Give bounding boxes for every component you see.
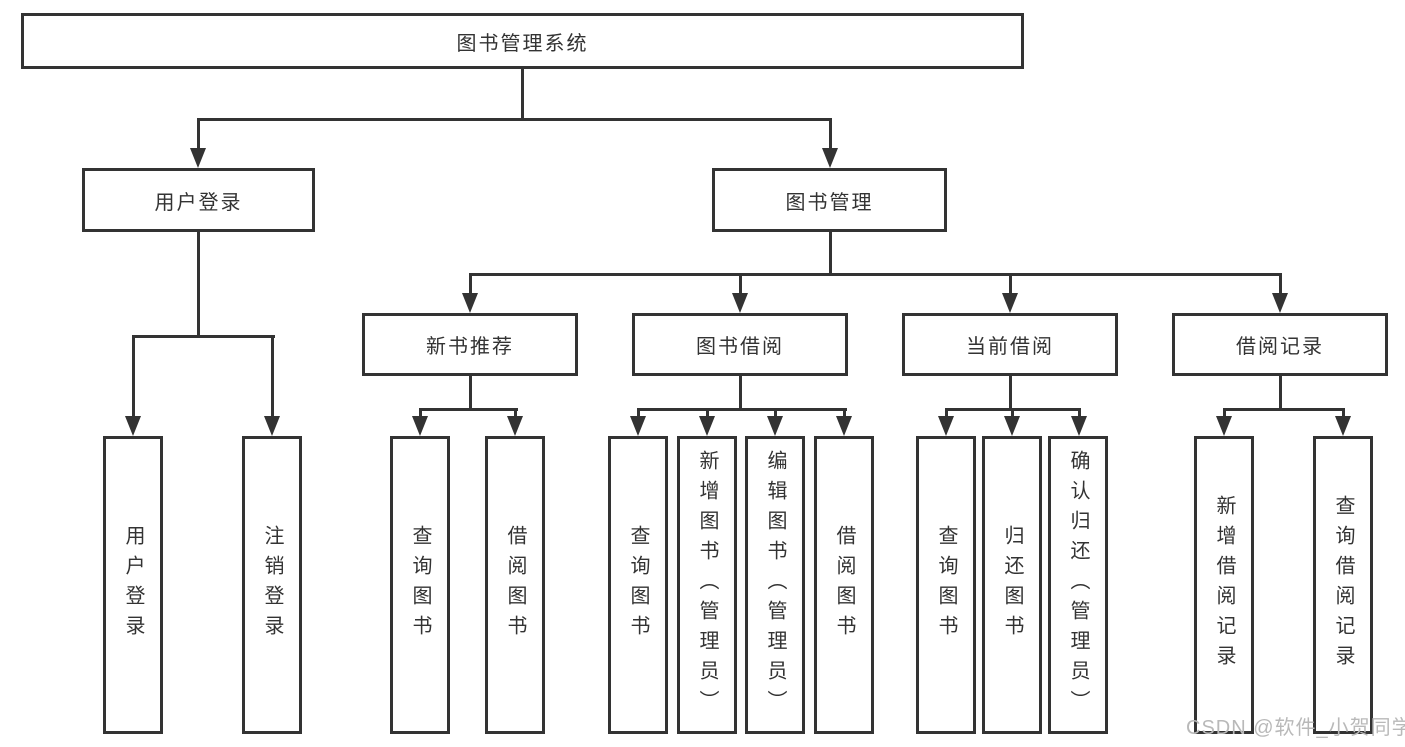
node-borrowing-records-label: 借阅记录 bbox=[1236, 336, 1324, 358]
node-leaf-confirm-return-admin: 确认归还（管理员） bbox=[1048, 436, 1108, 734]
leaf-label: 新增借阅记录 bbox=[1213, 495, 1235, 675]
connector-level2-hline bbox=[469, 273, 1282, 276]
node-leaf-borrow-book-2: 借阅图书 bbox=[814, 436, 874, 734]
connector-drop-borrow-record bbox=[1279, 273, 1282, 297]
node-current-borrowing-label: 当前借阅 bbox=[966, 336, 1054, 358]
node-borrowing-records: 借阅记录 bbox=[1172, 313, 1388, 376]
node-leaf-add-book-admin: 新增图书（管理员） bbox=[677, 436, 737, 734]
leaf-label: 新增图书（管理员） bbox=[696, 450, 718, 720]
leaf-label: 查询借阅记录 bbox=[1332, 495, 1354, 675]
node-book-management-label: 图书管理 bbox=[785, 191, 874, 214]
connector-book-borrow-stem bbox=[739, 376, 742, 411]
node-leaf-return-book: 归还图书 bbox=[982, 436, 1042, 734]
node-leaf-borrow-book-1: 借阅图书 bbox=[485, 436, 545, 734]
node-leaf-user-login: 用户登录 bbox=[103, 436, 163, 734]
node-new-book-recommendation: 新书推荐 bbox=[362, 313, 578, 376]
node-book-borrowing-label: 图书借阅 bbox=[696, 336, 784, 358]
connector-drop-bb-borrow bbox=[843, 408, 846, 420]
arrowhead-logout-leaf bbox=[264, 416, 280, 436]
node-leaf-query-borrow-record: 查询借阅记录 bbox=[1313, 436, 1373, 734]
connector-drop-book-management bbox=[829, 118, 832, 152]
node-book-management: 图书管理 bbox=[712, 168, 947, 232]
connector-drop-current-borrow bbox=[1009, 273, 1012, 297]
arrowhead-cb-return bbox=[1004, 416, 1020, 436]
arrowhead-login-leaf bbox=[125, 416, 141, 436]
leaf-label: 查询图书 bbox=[935, 525, 957, 645]
node-user-login: 用户登录 bbox=[82, 168, 315, 232]
connector-drop-bb-query bbox=[637, 408, 640, 420]
connector-drop-cb-confirm bbox=[1078, 408, 1081, 420]
node-root-label: 图书管理系统 bbox=[456, 32, 589, 55]
arrowhead-br-add bbox=[1216, 416, 1232, 436]
node-leaf-edit-book-admin: 编辑图书（管理员） bbox=[745, 436, 805, 734]
node-leaf-query-book-2: 查询图书 bbox=[608, 436, 668, 734]
node-new-book-recommendation-label: 新书推荐 bbox=[426, 336, 514, 358]
connector-user-login-stem bbox=[197, 232, 200, 338]
arrowhead-borrow-record bbox=[1272, 293, 1288, 313]
leaf-label: 确认归还（管理员） bbox=[1067, 450, 1089, 720]
connector-new-book-hline bbox=[419, 408, 518, 411]
leaf-label: 借阅图书 bbox=[504, 525, 526, 645]
arrowhead-bb-query bbox=[630, 416, 646, 436]
node-user-login-label: 用户登录 bbox=[154, 191, 243, 214]
connector-drop-user-login bbox=[197, 118, 200, 152]
connector-borrow-record-stem bbox=[1279, 376, 1282, 411]
arrowhead-br-query bbox=[1335, 416, 1351, 436]
connector-drop-bb-add bbox=[706, 408, 709, 420]
connector-drop-nb-query bbox=[419, 408, 422, 420]
arrowhead-current-borrow bbox=[1002, 293, 1018, 313]
connector-drop-cb-return bbox=[1011, 408, 1014, 420]
connector-borrow-record-hline bbox=[1223, 408, 1345, 411]
leaf-label: 编辑图书（管理员） bbox=[764, 450, 786, 720]
arrowhead-bb-edit bbox=[767, 416, 783, 436]
connector-level1-hline bbox=[197, 118, 832, 121]
arrowhead-book-management bbox=[822, 148, 838, 168]
arrowhead-book-borrow bbox=[732, 293, 748, 313]
connector-drop-br-add bbox=[1223, 408, 1226, 420]
arrowhead-nb-borrow bbox=[507, 416, 523, 436]
connector-root-stem bbox=[521, 69, 524, 121]
node-leaf-logout: 注销登录 bbox=[242, 436, 302, 734]
arrowhead-user-login bbox=[190, 148, 206, 168]
leaf-label: 归还图书 bbox=[1001, 525, 1023, 645]
node-leaf-query-book-1: 查询图书 bbox=[390, 436, 450, 734]
node-leaf-query-book-3: 查询图书 bbox=[916, 436, 976, 734]
arrowhead-cb-query bbox=[938, 416, 954, 436]
connector-drop-bb-edit bbox=[774, 408, 777, 420]
connector-book-management-stem bbox=[829, 232, 832, 276]
connector-drop-book-borrow bbox=[739, 273, 742, 297]
arrowhead-new-book bbox=[462, 293, 478, 313]
connector-drop-login-leaf bbox=[132, 335, 135, 420]
connector-drop-br-query bbox=[1342, 408, 1345, 420]
leaf-label: 查询图书 bbox=[409, 525, 431, 645]
connector-drop-nb-borrow bbox=[514, 408, 517, 420]
connector-drop-new-book bbox=[469, 273, 472, 297]
connector-drop-logout-leaf bbox=[271, 335, 274, 420]
leaf-label: 注销登录 bbox=[261, 525, 283, 645]
node-book-borrowing: 图书借阅 bbox=[632, 313, 848, 376]
watermark: CSDN @软件_小贺同学 bbox=[1186, 717, 1405, 739]
node-leaf-add-borrow-record: 新增借阅记录 bbox=[1194, 436, 1254, 734]
leaf-label: 借阅图书 bbox=[833, 525, 855, 645]
arrowhead-cb-confirm bbox=[1071, 416, 1087, 436]
connector-drop-cb-query bbox=[945, 408, 948, 420]
arrowhead-bb-add bbox=[699, 416, 715, 436]
node-current-borrowing: 当前借阅 bbox=[902, 313, 1118, 376]
node-root: 图书管理系统 bbox=[21, 13, 1024, 69]
leaf-label: 查询图书 bbox=[627, 525, 649, 645]
leaf-label: 用户登录 bbox=[122, 525, 144, 645]
connector-user-login-hline bbox=[132, 335, 275, 338]
arrowhead-nb-query bbox=[412, 416, 428, 436]
arrowhead-bb-borrow bbox=[836, 416, 852, 436]
connector-book-borrow-hline bbox=[637, 408, 847, 411]
connector-new-book-stem bbox=[469, 376, 472, 411]
connector-current-borrow-stem bbox=[1009, 376, 1012, 411]
